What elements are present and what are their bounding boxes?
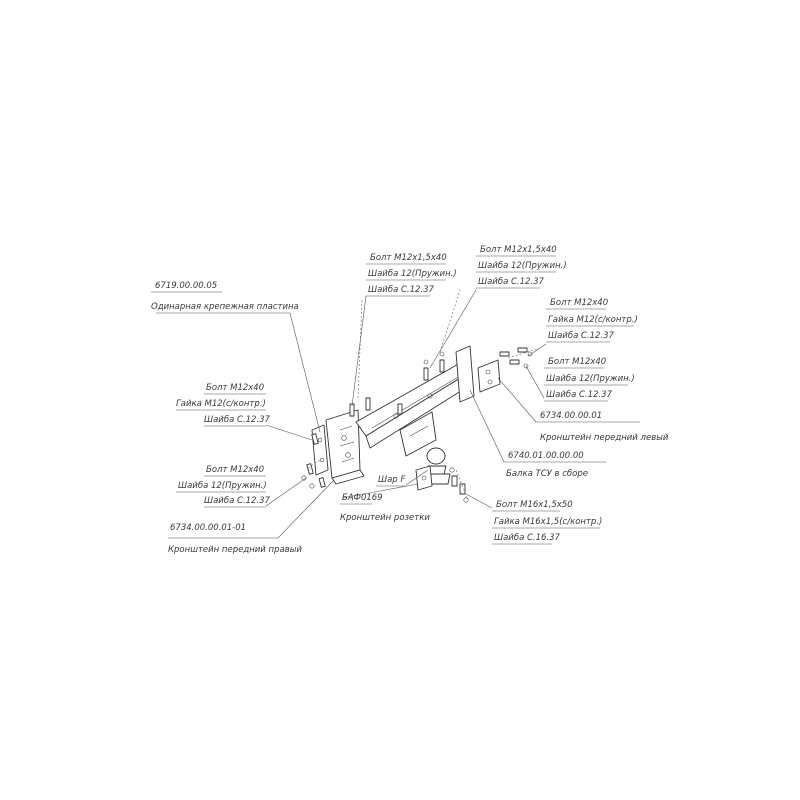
right-lower-washer-spring-label: Шайба 12(Пружин.): [546, 374, 635, 384]
left-lower-washer-label: Шайба С.12.37: [204, 496, 271, 506]
socket-code-label: БАФ0169: [342, 493, 383, 503]
bottom-washer-label: Шайба С.16.37: [494, 533, 561, 543]
bottom-nut-label: Гайка М16х1,5(с/контр.): [494, 517, 602, 527]
top-right-bolt-label: Болт М12х1,5х40: [480, 245, 557, 255]
right-lower-washer-label: Шайба С.12.37: [546, 390, 613, 400]
right-upper-nut-label: Гайка М12(с/контр.): [548, 315, 638, 325]
left-upper-bolt-label: Болт М12х40: [206, 383, 264, 393]
plate-code-label: 6719.00.00.05: [155, 281, 217, 291]
socket-name-label: Кронштейн розетки: [340, 513, 430, 523]
top-left-washer-spring-label: Шайба 12(Пружин.): [368, 269, 457, 279]
ball-label: Шар F: [378, 475, 405, 485]
socket-bracket-part: [415, 465, 433, 491]
bracket-right-part: [325, 409, 365, 485]
bracket-left-name-label: Кронштейн передний левый: [540, 433, 669, 443]
right-lower-bolt-label: Болт М12х40: [548, 357, 606, 367]
plate-name-label: Одинарная крепежная пластина: [151, 302, 299, 312]
left-upper-nut-label: Гайка М12(с/контр.): [176, 399, 266, 409]
left-side-fasteners: [301, 433, 326, 489]
bracket-right-name-label: Кронштейн передний правый: [168, 545, 302, 555]
mounting-plate-part: [311, 424, 329, 476]
bottom-bolt-label: Болт М16х1,5х50: [496, 500, 573, 510]
right-upper-bolt-label: Болт М12х40: [550, 298, 608, 308]
bracket-left-code-label: 6734.00.00.01: [540, 411, 602, 421]
assembly-drawing: [301, 289, 541, 503]
bottom-fasteners: [449, 467, 469, 503]
top-right-washer-spring-label: Шайба 12(Пружин.): [478, 261, 567, 271]
callout-labels: 6719.00.00.05 Одинарная крепежная пласти…: [151, 245, 669, 555]
leader-lines: [156, 289, 640, 539]
right-side-fasteners: [499, 347, 533, 369]
bracket-left-part: [455, 345, 501, 403]
left-lower-bolt-label: Болт М12х40: [206, 465, 264, 475]
top-right-washer-label: Шайба С.12.37: [478, 277, 545, 287]
beam-part: [355, 361, 473, 457]
bracket-right-code-label: 6734.00.00.01-01: [170, 523, 246, 533]
beam-code-label: 6740.01.00.00.00: [508, 451, 584, 461]
left-lower-washer-spring-label: Шайба 12(Пружин.): [178, 481, 267, 491]
right-upper-washer-label: Шайба С.12.37: [548, 331, 615, 341]
top-left-washer-label: Шайба С.12.37: [368, 285, 435, 295]
beam-name-label: Балка ТСУ в сборе: [506, 469, 588, 479]
left-upper-washer-label: Шайба С.12.37: [204, 415, 271, 425]
top-left-bolt-label: Болт М12х1,5х40: [370, 253, 447, 263]
